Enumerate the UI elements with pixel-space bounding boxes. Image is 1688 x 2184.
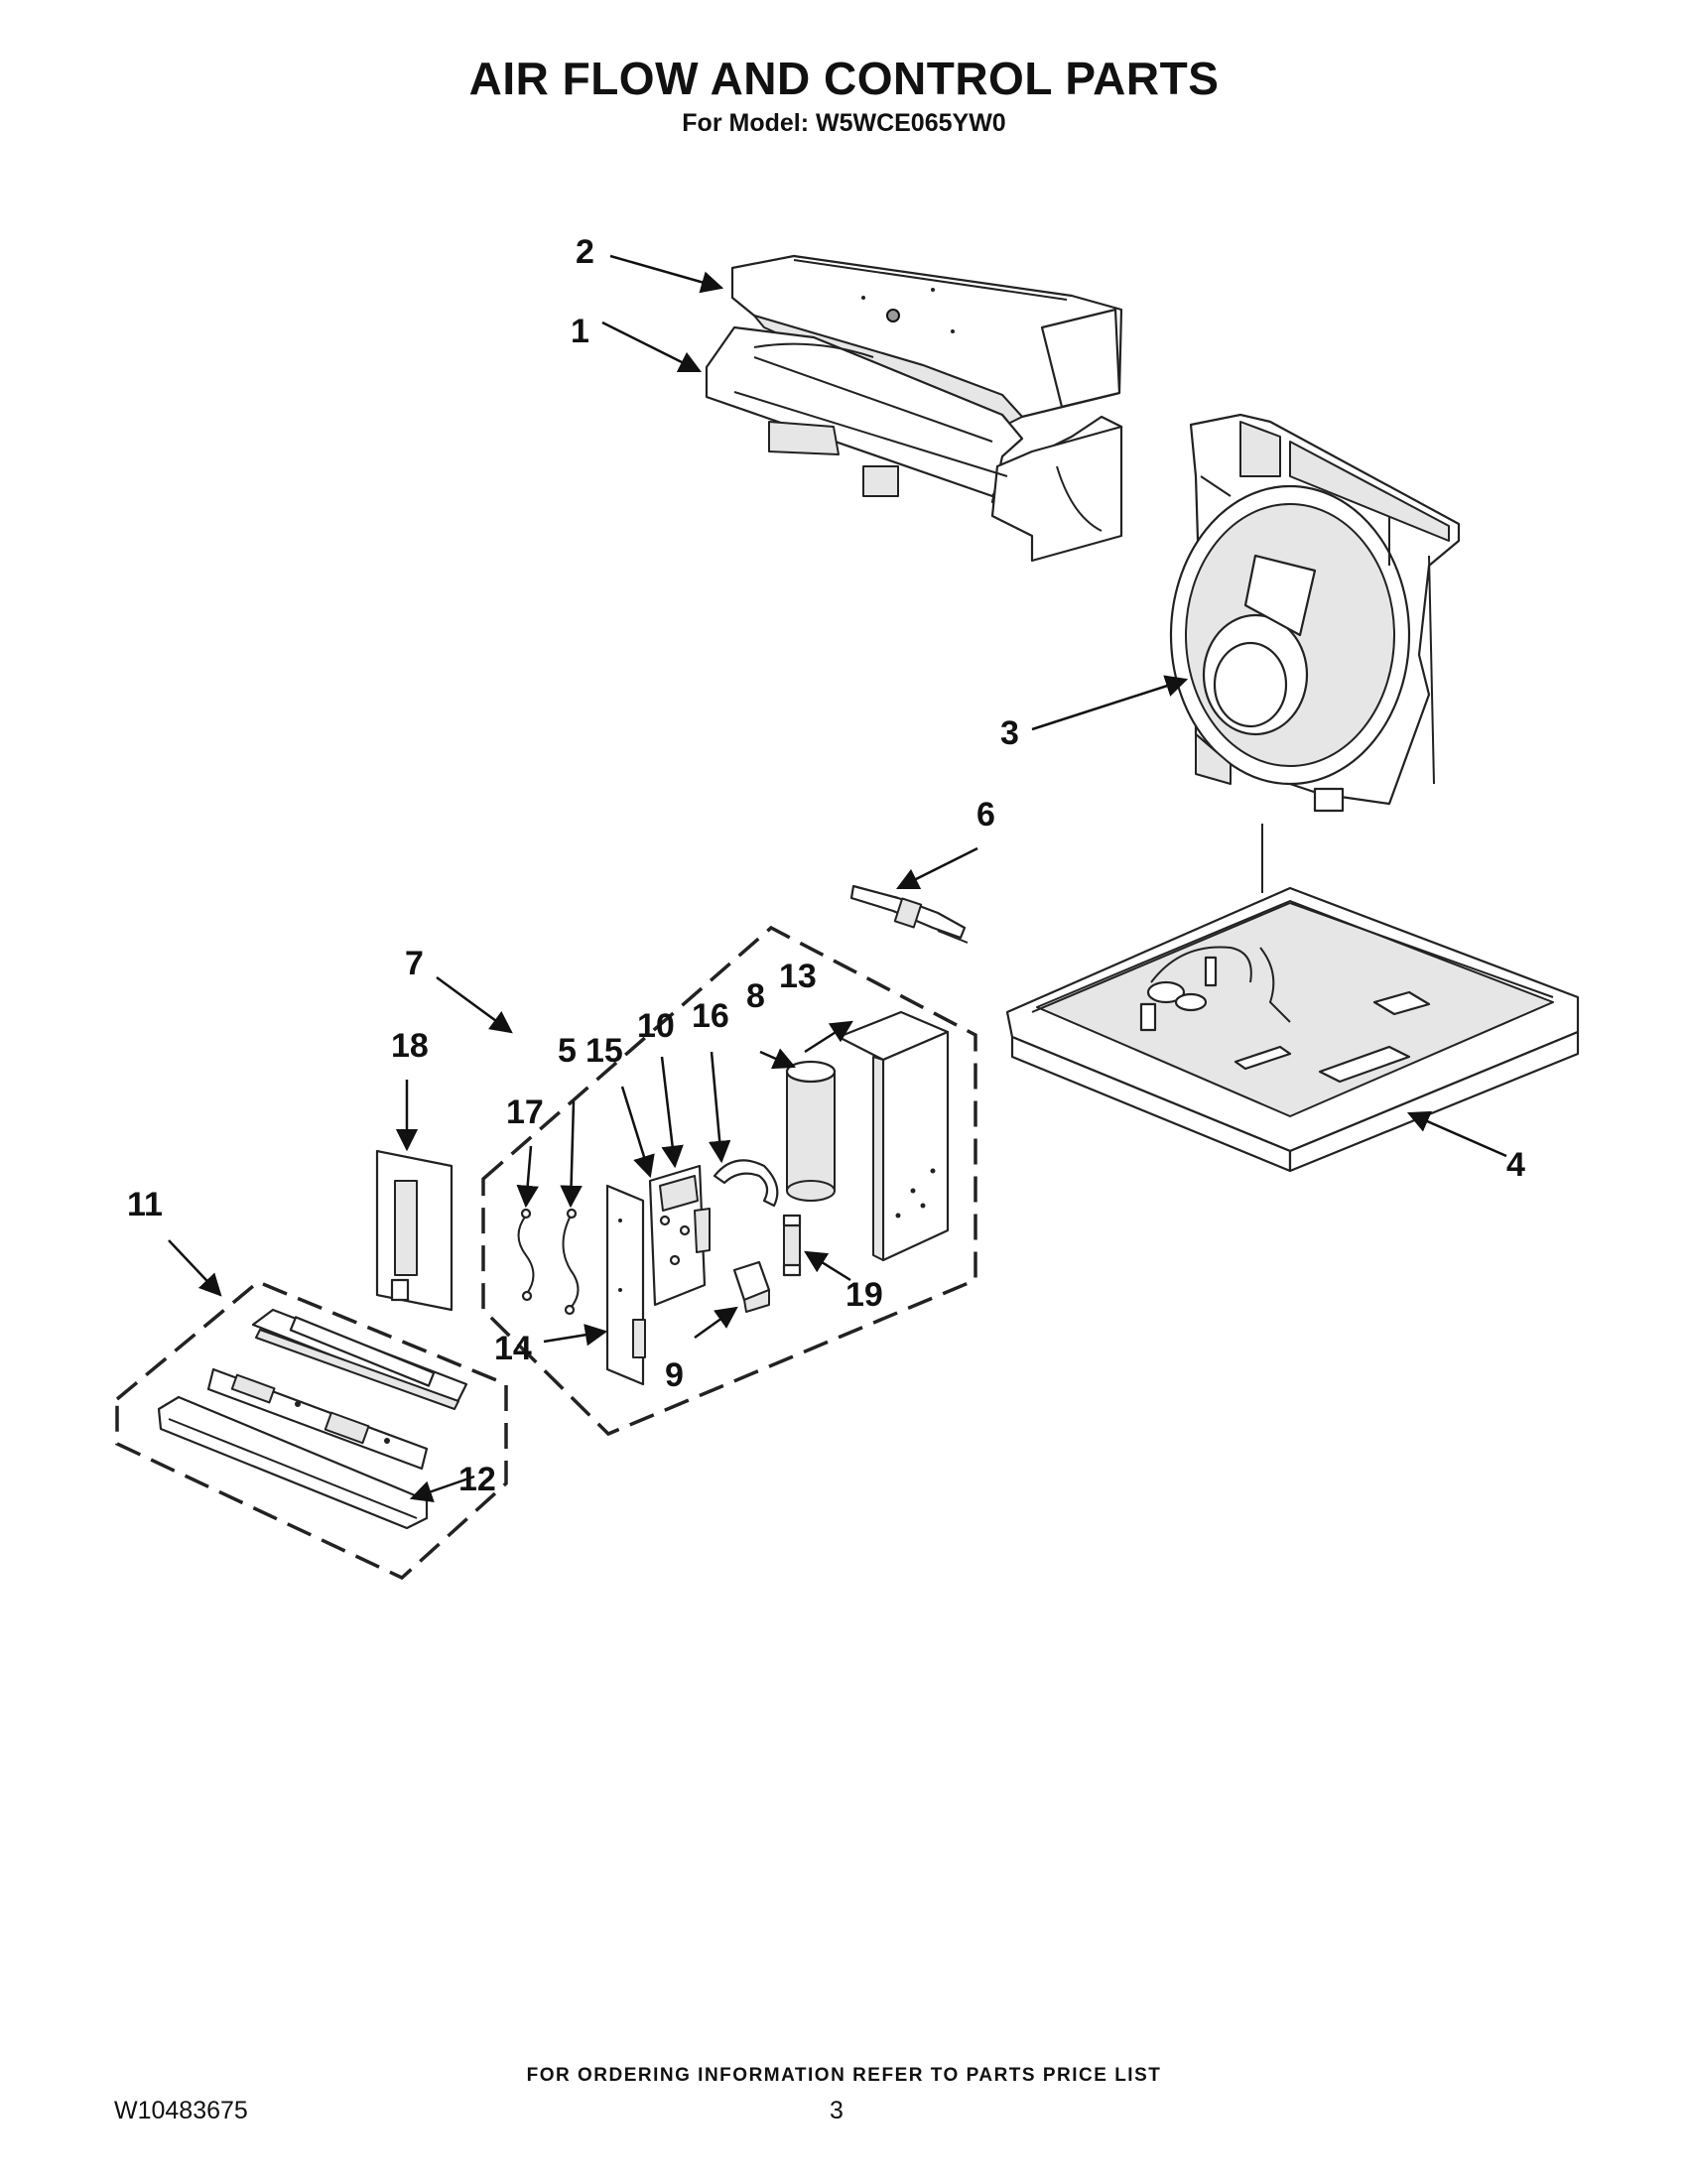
callout-9: 9 bbox=[665, 1356, 684, 1394]
control-board-icon bbox=[648, 1164, 711, 1307]
callout-8: 8 bbox=[746, 977, 765, 1015]
control-panel-icon bbox=[157, 1395, 429, 1530]
callout-4: 4 bbox=[1506, 1146, 1525, 1184]
group-11-boundary bbox=[115, 1279, 508, 1581]
callout-17: 17 bbox=[506, 1093, 544, 1131]
relay-icon bbox=[732, 1260, 771, 1313]
base-pan-icon bbox=[1005, 886, 1580, 1173]
callout-10: 10 bbox=[637, 1007, 675, 1045]
wire-harness-5-icon bbox=[562, 1208, 580, 1316]
callout-1: 1 bbox=[571, 313, 589, 350]
group-7-boundary bbox=[481, 925, 977, 1437]
blower-housing-icon bbox=[1169, 413, 1461, 813]
strap-icon bbox=[713, 1159, 779, 1208]
callout-13: 13 bbox=[779, 958, 817, 995]
page-title: AIR FLOW AND CONTROL PARTS bbox=[468, 53, 1220, 104]
callout-2: 2 bbox=[576, 233, 594, 271]
thermistor-icon bbox=[849, 824, 1263, 944]
user-interface-board-icon bbox=[206, 1308, 468, 1471]
callout-18: 18 bbox=[391, 1027, 429, 1065]
fuse-icon bbox=[782, 1214, 802, 1277]
callout-14: 14 bbox=[494, 1330, 532, 1367]
model-subtitle: For Model: W5WCE065YW0 bbox=[682, 109, 1006, 137]
board-mount-icon bbox=[605, 1184, 646, 1386]
air-duct-lower-icon bbox=[705, 325, 1123, 563]
callout-12: 12 bbox=[458, 1461, 496, 1498]
callout-7: 7 bbox=[405, 945, 424, 982]
callout-11: 11 bbox=[127, 1186, 163, 1223]
document-number: W10483675 bbox=[114, 2097, 248, 2124]
page-number: 3 bbox=[830, 2097, 844, 2124]
control-bracket-icon bbox=[837, 1010, 950, 1262]
callout-6: 6 bbox=[976, 796, 995, 834]
callout-15: 15 bbox=[585, 1032, 623, 1070]
capacitor-icon bbox=[785, 1060, 837, 1202]
callout-3: 3 bbox=[1000, 714, 1019, 752]
callout-5: 5 bbox=[558, 1032, 577, 1070]
ordering-note: FOR ORDERING INFORMATION REFER TO PARTS … bbox=[526, 2065, 1162, 2086]
wire-harness-17-icon bbox=[517, 1208, 535, 1302]
bracket-icon bbox=[375, 1149, 454, 1312]
callout-19: 19 bbox=[845, 1276, 883, 1314]
callout-16: 16 bbox=[692, 997, 729, 1035]
